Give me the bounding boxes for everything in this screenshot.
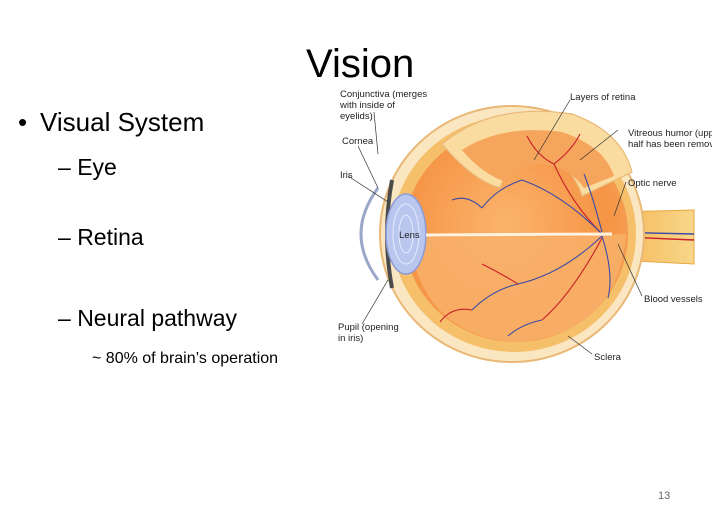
dash-marker: – bbox=[58, 224, 71, 250]
label-vitreous-humor: Vitreous humor (upperhalf has been remov… bbox=[628, 128, 712, 150]
bullet-list: • Visual System – Eye – Retina – Neural p… bbox=[0, 0, 310, 420]
page-number: 13 bbox=[658, 490, 671, 502]
sub-bullet-neural-pathway: – Neural pathway bbox=[58, 303, 237, 333]
label-layers-of-retina: Layers of retina bbox=[570, 92, 636, 103]
label-cornea: Cornea bbox=[342, 136, 374, 147]
label-blood-vessels: Blood vessels bbox=[644, 294, 703, 305]
vitreous-cut-inner bbox=[462, 130, 614, 188]
sub-bullet-eye: – Eye bbox=[58, 152, 117, 182]
sub-note: ~ 80% of brain’s operation bbox=[92, 350, 279, 367]
slide-title: Vision bbox=[306, 42, 415, 86]
sub-bullet-text: Eye bbox=[77, 154, 117, 180]
sub-bullet-text: Retina bbox=[77, 224, 144, 250]
bullet-text: Visual System bbox=[40, 107, 205, 137]
label-iris: Iris bbox=[340, 170, 353, 181]
retinal-vessels-upper bbox=[451, 133, 603, 235]
retinal-vessels-lower bbox=[439, 235, 611, 337]
dash-marker: – bbox=[58, 154, 71, 180]
bullet-visual-system: • Visual System bbox=[18, 106, 204, 138]
bullet-marker: • bbox=[18, 107, 28, 137]
label-sclera: Sclera bbox=[594, 352, 622, 363]
label-lens: Lens bbox=[399, 230, 420, 241]
section-line bbox=[425, 232, 613, 237]
sub-bullet-retina: – Retina bbox=[58, 222, 144, 252]
sub-bullet-text: Neural pathway bbox=[77, 305, 237, 331]
leader-lines bbox=[347, 99, 643, 355]
cornea-shape bbox=[359, 187, 380, 281]
dash-marker: – bbox=[58, 305, 71, 331]
label-optic-nerve: Optic nerve bbox=[628, 178, 677, 189]
